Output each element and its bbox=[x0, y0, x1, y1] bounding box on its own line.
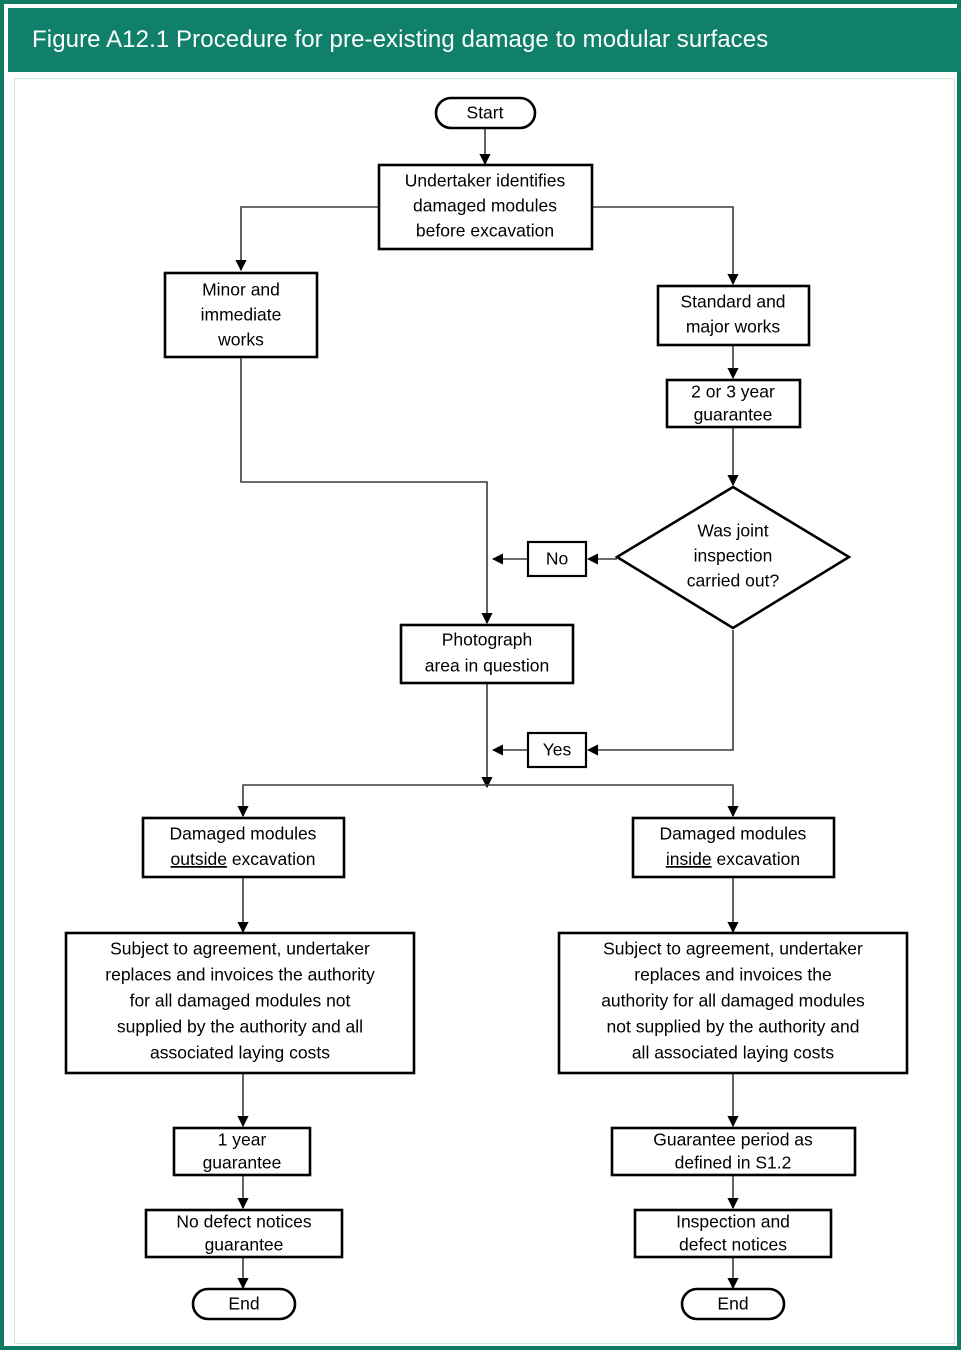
node-no-defect-notices[interactable]: No defect notices guarantee bbox=[144, 1208, 344, 1259]
outside-line2: outside excavation bbox=[171, 849, 316, 869]
photo-line1: Photograph bbox=[442, 630, 533, 650]
subject-right-line5: all associated laying costs bbox=[632, 1043, 835, 1063]
s12-line1: Guarantee period as bbox=[653, 1130, 813, 1150]
standard-line2: major works bbox=[686, 317, 781, 337]
node-decision-joint-inspection[interactable]: Was joint inspection carried out? bbox=[614, 485, 852, 630]
nodefect-line1: No defect notices bbox=[176, 1212, 311, 1232]
no-label-shape bbox=[526, 540, 588, 578]
subject-right-line1: Subject to agreement, undertaker bbox=[603, 939, 863, 959]
edge-decision-yes-to-label bbox=[586, 630, 734, 756]
identify-line3: before excavation bbox=[416, 221, 554, 241]
no-label-text: No bbox=[546, 549, 568, 569]
node-subject-to-agreement-left[interactable]: Subject to agreement, undertaker replace… bbox=[64, 931, 416, 1075]
edge-label-yes[interactable]: Yes bbox=[526, 731, 588, 769]
edge-split-to-inside bbox=[487, 784, 739, 818]
node-guarantee-period-s12[interactable]: Guarantee period as defined in S1.2 bbox=[610, 1126, 857, 1177]
subject-left-line2: replaces and invoices the authority bbox=[105, 965, 375, 985]
edge-identify-to-standard bbox=[592, 206, 739, 286]
year1-line1: 1 year bbox=[218, 1130, 267, 1150]
minor-shape bbox=[163, 271, 319, 359]
inside-shape bbox=[631, 816, 836, 879]
identify-line2: damaged modules bbox=[413, 196, 557, 216]
yes-label-shape bbox=[526, 731, 588, 769]
decision-line2: inspection bbox=[694, 546, 773, 566]
node-end-right[interactable]: End bbox=[680, 1287, 786, 1321]
standard-line1: Standard and bbox=[680, 292, 785, 312]
subject-left-line4: supplied by the authority and all bbox=[117, 1017, 363, 1037]
minor-line2: immediate bbox=[201, 305, 282, 325]
node-minor-immediate-works[interactable]: Minor and immediate works bbox=[163, 271, 319, 359]
subject-left-shape bbox=[64, 931, 416, 1075]
guarantee23-line1: 2 or 3 year bbox=[691, 382, 775, 402]
inside-emphasis: inside bbox=[666, 849, 712, 869]
edge-identify-to-minor bbox=[235, 206, 379, 272]
subject-right-line4: not supplied by the authority and bbox=[607, 1017, 860, 1037]
end-left-label: End bbox=[228, 1294, 259, 1314]
node-2-or-3-year-guarantee[interactable]: 2 or 3 year guarantee bbox=[665, 378, 802, 429]
node-photograph-area[interactable]: Photograph area in question bbox=[399, 623, 575, 685]
nodefect-line2: guarantee bbox=[205, 1235, 284, 1255]
inspection-line1: Inspection and bbox=[676, 1212, 790, 1232]
figure-title: Figure A12.1 Procedure for pre-existing … bbox=[32, 26, 769, 53]
connectors bbox=[235, 128, 739, 1290]
yes-label-text: Yes bbox=[543, 740, 572, 760]
node-standard-major-works[interactable]: Standard and major works bbox=[656, 284, 811, 347]
inside-line1: Damaged modules bbox=[660, 824, 807, 844]
decision-line1: Was joint bbox=[697, 521, 768, 541]
edge-label-no[interactable]: No bbox=[526, 540, 588, 578]
subject-right-shape bbox=[557, 931, 909, 1075]
flowchart-canvas: Start Undertaker identifies damaged modu… bbox=[64, 96, 909, 1321]
start-shape bbox=[434, 96, 537, 130]
subject-left-line5: associated laying costs bbox=[150, 1043, 330, 1063]
node-damaged-modules-outside[interactable]: Damaged modules outside excavation bbox=[141, 816, 346, 879]
minor-line3: works bbox=[217, 330, 264, 350]
node-end-left[interactable]: End bbox=[191, 1287, 297, 1321]
figure-title-bar: Figure A12.1 Procedure for pre-existing … bbox=[8, 8, 961, 72]
subject-left-line3: for all damaged modules not bbox=[130, 991, 351, 1011]
node-identify[interactable]: Undertaker identifies damaged modules be… bbox=[377, 163, 594, 251]
decision-line3: carried out? bbox=[687, 571, 780, 591]
end-right-label: End bbox=[717, 1294, 748, 1314]
year1-line2: guarantee bbox=[203, 1153, 282, 1173]
identify-shape bbox=[377, 163, 594, 251]
guarantee23-shape bbox=[665, 378, 802, 429]
node-subject-to-agreement-right[interactable]: Subject to agreement, undertaker replace… bbox=[557, 931, 909, 1075]
photo-line2: area in question bbox=[425, 656, 550, 676]
photo-shape bbox=[399, 623, 575, 685]
outside-emphasis: outside bbox=[171, 849, 227, 869]
inside-line2: inside excavation bbox=[666, 849, 800, 869]
inside-rest: excavation bbox=[712, 849, 801, 869]
outside-rest: excavation bbox=[227, 849, 316, 869]
edge-split-to-outside bbox=[237, 784, 487, 818]
decision-shape bbox=[614, 485, 852, 630]
subject-right-line2: replaces and invoices the bbox=[634, 965, 831, 985]
minor-line1: Minor and bbox=[202, 280, 280, 300]
outside-shape bbox=[141, 816, 346, 879]
inspection-line2: defect notices bbox=[679, 1235, 787, 1255]
node-1-year-guarantee[interactable]: 1 year guarantee bbox=[172, 1126, 312, 1177]
outside-line1: Damaged modules bbox=[170, 824, 317, 844]
nodefect-shape bbox=[144, 1208, 344, 1259]
node-inspection-defect-notices[interactable]: Inspection and defect notices bbox=[633, 1208, 833, 1259]
year1-shape bbox=[172, 1126, 312, 1177]
s12-shape bbox=[610, 1126, 857, 1177]
subject-left-line1: Subject to agreement, undertaker bbox=[110, 939, 370, 959]
s12-line2: defined in S1.2 bbox=[675, 1153, 792, 1173]
standard-shape bbox=[656, 284, 811, 347]
identify-line1: Undertaker identifies bbox=[405, 171, 566, 191]
node-start[interactable]: Start bbox=[434, 96, 537, 130]
inspection-shape bbox=[633, 1208, 833, 1259]
guarantee23-line2: guarantee bbox=[694, 405, 773, 425]
subject-right-line3: authority for all damaged modules bbox=[601, 991, 865, 1011]
end-left-shape bbox=[191, 1287, 297, 1321]
end-right-shape bbox=[680, 1287, 786, 1321]
edge-minor-to-photograph bbox=[240, 357, 493, 625]
start-label: Start bbox=[467, 103, 504, 123]
node-damaged-modules-inside[interactable]: Damaged modules inside excavation bbox=[631, 816, 836, 879]
